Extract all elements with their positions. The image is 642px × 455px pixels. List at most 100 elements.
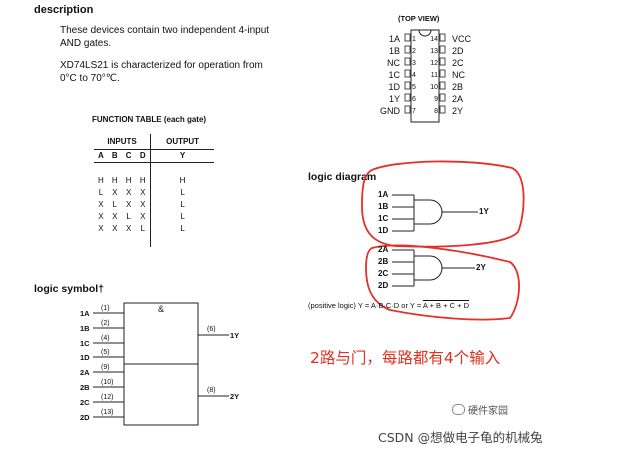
table-cell: L: [126, 212, 131, 221]
pin-name: GND: [380, 106, 400, 116]
input-number: (4): [101, 334, 110, 342]
pin-name: 2A: [452, 94, 464, 104]
input-label: 1D: [378, 226, 389, 235]
input-label: 2A: [378, 245, 389, 254]
input-number: (5): [101, 349, 110, 357]
pin-number: 1: [412, 36, 416, 43]
input-label: 1A: [378, 190, 389, 199]
pin-number: 7: [412, 108, 416, 115]
wechat-watermark: 硬件家园: [452, 402, 508, 417]
function-table: INPUTS OUTPUT A B C D Y H H H H H L X X …: [94, 134, 214, 247]
column-header: Y: [179, 151, 186, 160]
table-cell: L: [112, 200, 117, 209]
pin-name: 1Y: [388, 94, 400, 104]
right-pin-boxes: [439, 33, 446, 114]
gate1-output-label: 1Y: [479, 207, 489, 216]
table-cell: X: [112, 212, 118, 221]
table-cell: H: [111, 176, 118, 185]
output-header: OUTPUT: [150, 134, 214, 150]
gate2-output-label: 2Y: [476, 263, 486, 272]
table-cell: X: [135, 186, 152, 199]
input-name: 2C: [80, 397, 90, 407]
description-line: 0°C to 70°℃.: [60, 73, 120, 84]
table-cell: H: [98, 176, 104, 185]
input-label: 1C: [378, 214, 389, 223]
wechat-icon: [452, 404, 465, 415]
table-cell: X: [112, 224, 118, 233]
pin-name: 1B: [388, 46, 400, 56]
table-row: X L X X L: [94, 198, 214, 211]
positive-logic-expression: A + B + C + D: [422, 301, 469, 310]
column-header: D: [135, 149, 152, 162]
table-cell: L: [180, 188, 185, 197]
logic-diagram-title: logic diagram: [308, 171, 377, 183]
table-cell: L: [135, 222, 152, 235]
inputs-header: INPUTS: [94, 134, 152, 150]
pin-number: 14: [430, 36, 438, 43]
positive-logic-equation: (positive logic) Y = A·B·C·D or Y = A + …: [308, 301, 469, 310]
pin-name: 2Y: [452, 106, 464, 116]
table-row: X X L X L: [94, 210, 214, 223]
pin-number: 12: [430, 60, 438, 67]
table-cell: H: [135, 174, 152, 187]
table-cell: X: [98, 200, 104, 209]
table-cell: H: [125, 176, 132, 185]
pin-number: 5: [412, 84, 416, 91]
input-label: 2B: [378, 257, 389, 266]
left-pin-boxes: [404, 33, 411, 114]
table-cell: X: [98, 224, 104, 233]
csdn-watermark: CSDN @想做电子龟的机械兔: [378, 430, 543, 445]
input-number: (10): [101, 378, 114, 386]
table-row: X X X L L: [94, 222, 214, 235]
table-row: L X X X L: [94, 186, 214, 199]
pin-number: 6: [412, 96, 416, 103]
table-cell: X: [125, 188, 132, 197]
table-cell: X: [135, 210, 152, 223]
and-mark: &: [158, 304, 165, 314]
right-pin-names: VCC 2D 2C NC 2B 2A 2Y: [452, 33, 471, 117]
and-gate-1: [413, 199, 443, 225]
input-name: 2A: [80, 368, 90, 378]
pin-number: 13: [430, 48, 438, 55]
table-cell: X: [125, 200, 132, 209]
input-number: (2): [101, 319, 110, 327]
pin-name: 1A: [388, 34, 400, 44]
table-cell: H: [179, 176, 186, 185]
input-name: 1D: [80, 353, 90, 363]
input-name: 1B: [80, 323, 90, 333]
package-body: [410, 29, 440, 123]
gate2-input-labels: 2A 2B 2C 2D: [378, 244, 388, 292]
input-label: 2C: [378, 269, 389, 278]
pin-name: 2C: [452, 58, 464, 68]
positive-logic-prefix: (positive logic) Y = A·B·C·D or Y =: [308, 301, 423, 310]
table-cell: L: [180, 212, 185, 221]
output-name: 2Y: [230, 392, 240, 401]
logic-symbol-title: logic symbol†: [34, 283, 105, 295]
pin-number: 11: [430, 72, 438, 79]
right-pin-numbers: 14 13 12 11 10 9 8: [427, 34, 438, 118]
pin-name: 2B: [452, 82, 464, 92]
input-name: 1C: [80, 338, 90, 348]
input-name: 2D: [80, 412, 90, 422]
input-number: (12): [101, 393, 114, 401]
column-header: B: [111, 151, 118, 160]
input-label: 1B: [378, 202, 389, 211]
table-cell: X: [125, 224, 132, 233]
table-cell: L: [98, 188, 104, 197]
input-number: (1): [101, 305, 110, 312]
input-name: 1A: [80, 309, 90, 318]
pin-name: NC: [452, 70, 465, 80]
pin-name: 1D: [388, 82, 400, 92]
description-line: These devices contain two independent 4-…: [60, 25, 270, 36]
description-line: AND gates.: [60, 38, 112, 49]
pin-name: 1C: [388, 70, 400, 80]
pin-name: VCC: [452, 34, 472, 44]
input-label: 2D: [378, 281, 389, 290]
pin-number: 2: [412, 48, 416, 55]
gate1-input-labels: 1A 1B 1C 1D: [378, 189, 388, 237]
wechat-watermark-text: 硬件家园: [468, 406, 508, 417]
output-name: 1Y: [230, 331, 240, 340]
left-pin-numbers: 1 2 3 4 5 6 7: [412, 34, 416, 118]
table-cell: L: [180, 200, 185, 209]
output-number: (6): [207, 326, 216, 333]
